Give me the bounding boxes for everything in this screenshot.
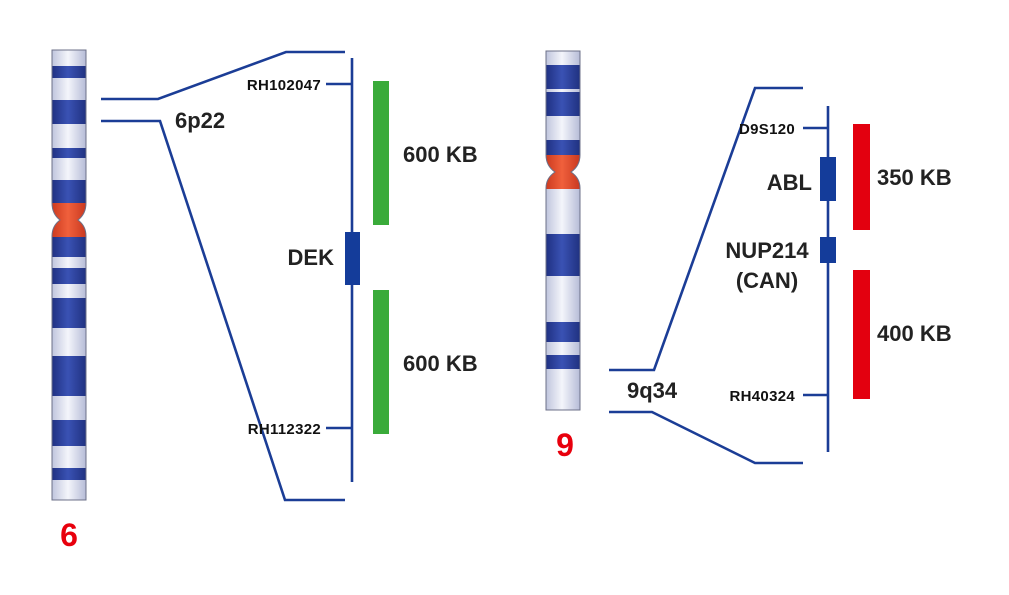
size-label-lower-9: 400 KB (877, 321, 952, 346)
gene-box-dek (345, 232, 360, 285)
gene-box-abl (820, 157, 836, 201)
chromosome-6-number: 6 (60, 517, 78, 553)
marker-d9s120: D9S120 (739, 121, 795, 138)
band-dark (52, 100, 86, 124)
band-label-9q34: 9q34 (627, 378, 678, 403)
band-dark (52, 148, 86, 158)
centromere (546, 155, 580, 189)
marker-rh40324: RH40324 (730, 388, 796, 405)
gene-label-dek: DEK (288, 245, 335, 270)
size-bar-lower-9 (853, 270, 870, 399)
size-bar-upper-9 (853, 124, 870, 230)
chromosome-9 (545, 50, 581, 411)
zoom-lines-9q34 (609, 86, 803, 465)
band-dark (52, 66, 86, 78)
band-dark (52, 298, 86, 328)
band-dark (546, 234, 580, 276)
size-label-upper-6: 600 KB (403, 142, 478, 167)
gene-label-can: (CAN) (736, 268, 798, 293)
gene-label-abl: ABL (767, 170, 812, 195)
band-label-6p22: 6p22 (175, 108, 225, 133)
size-bar-lower-6 (373, 290, 389, 434)
gene-box-nup214 (820, 237, 836, 263)
band-dark (546, 92, 580, 116)
band-dark (52, 268, 86, 284)
centromere (52, 203, 86, 237)
band-dark (52, 356, 86, 396)
chromosome-6 (51, 49, 87, 501)
size-bar-upper-6 (373, 81, 389, 225)
chromosome-9-number: 9 (556, 427, 574, 463)
band-dark (52, 237, 86, 257)
zoom-lines-6p22 (101, 50, 345, 502)
band-dark (546, 65, 580, 89)
band-dark (546, 355, 580, 369)
band-dark (52, 420, 86, 446)
gene-label-nup214: NUP214 (725, 238, 809, 263)
size-label-upper-9: 350 KB (877, 165, 952, 190)
marker-rh112322: RH112322 (248, 421, 321, 438)
size-label-lower-6: 600 KB (403, 351, 478, 376)
band-dark (52, 180, 86, 204)
marker-rh102047: RH102047 (247, 77, 321, 94)
band-dark (546, 140, 580, 156)
band-dark (52, 468, 86, 480)
band-dark (546, 322, 580, 342)
